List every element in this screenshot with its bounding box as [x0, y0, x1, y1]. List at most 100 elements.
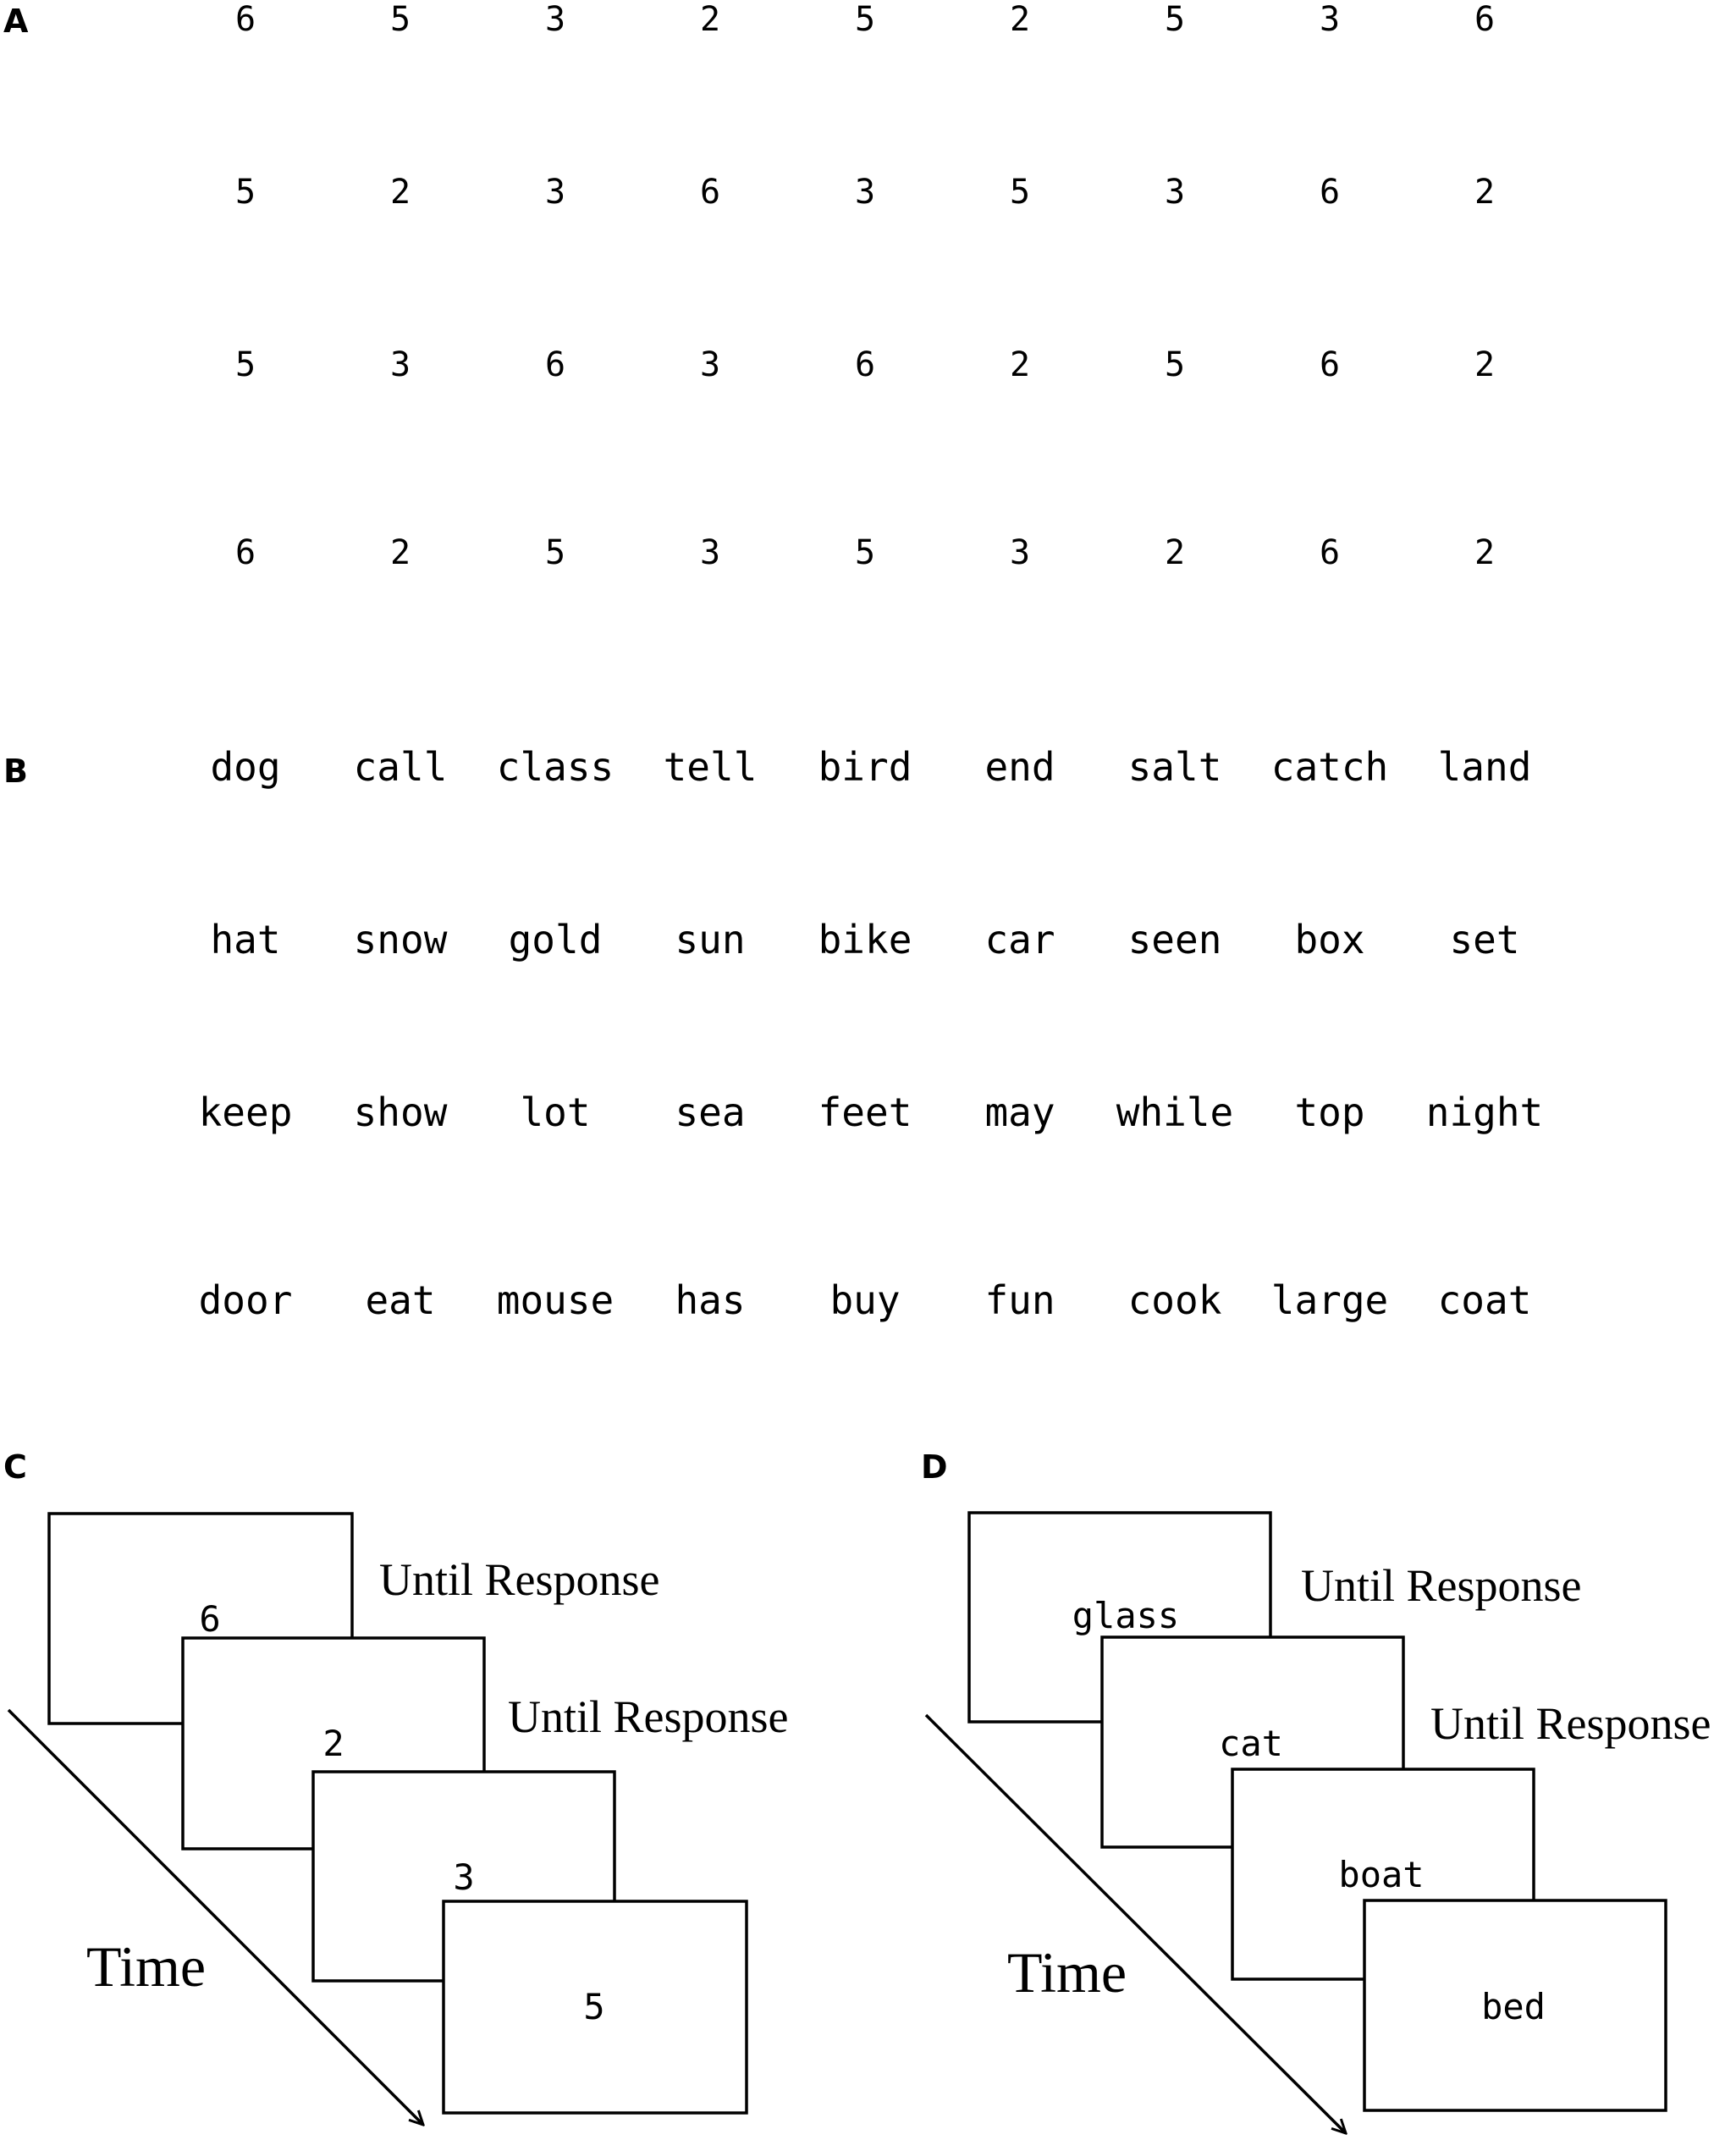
digit-cell: 5 [235, 345, 256, 384]
word-cell: sea [675, 1089, 745, 1135]
stimulus-text: boat [1338, 1854, 1424, 1895]
panel-b: B dog call class tell bird end salt catch land ha… [3, 744, 1543, 1323]
word-cell: bird [818, 744, 912, 790]
word-cell: sun [675, 917, 745, 962]
word-cell: large [1271, 1277, 1388, 1323]
digit-cell: 6 [235, 0, 256, 39]
word-cell: feet [818, 1089, 912, 1135]
digit-cell: 5 [855, 0, 875, 39]
time-arrow [7, 1708, 423, 2125]
digit-cell: 6 [235, 533, 256, 572]
panel-a: A 6 5 3 2 5 2 5 3 6 5 2 3 6 3 5 3 6 2 5 3 6 3 6 2 5 6 2 6 2 5 3 5 3 2 6 2 [3, 0, 1495, 572]
digit-cell: 6 [700, 173, 720, 212]
digit-cell: 3 [1320, 0, 1340, 39]
word-cell: set [1449, 917, 1519, 962]
word-cell: call [354, 744, 448, 790]
word-cell: class [497, 744, 614, 790]
digit-cell: 2 [1474, 173, 1495, 212]
word-cell: may [984, 1089, 1055, 1135]
panel-c-letter: C [3, 1448, 27, 1486]
digit-cell: 6 [1320, 345, 1340, 384]
digit-cell: 5 [390, 0, 411, 39]
time-label: Time [86, 1934, 206, 1999]
digit-cell: 2 [1010, 345, 1030, 384]
stimulus-text: glass [1072, 1595, 1179, 1636]
duration-label: Until Response [1430, 1698, 1711, 1749]
panel-a-letter: A [3, 3, 29, 40]
word-cell: buy [829, 1277, 900, 1323]
digit-cell: 5 [855, 533, 875, 572]
digit-cell: 6 [545, 345, 565, 384]
stimulus-frame [1363, 1899, 1667, 2112]
digit-cell: 2 [390, 173, 411, 212]
word-cell: keep [199, 1089, 293, 1135]
word-cell: snow [354, 917, 448, 962]
panel-b-letter: B [3, 753, 28, 790]
digit-cell: 6 [855, 345, 875, 384]
panel-c: C 6 2 3 5 Until Response Until Response … [3, 1448, 789, 2125]
digit-cell: 5 [1010, 173, 1030, 212]
digit-cell: 6 [1320, 533, 1340, 572]
digit-cell: 5 [235, 173, 256, 212]
word-cell: cook [1128, 1277, 1222, 1323]
word-cell: land [1438, 744, 1532, 790]
stimulus-text: 3 [453, 1856, 474, 1898]
digit-cell: 5 [545, 533, 565, 572]
word-cell: seen [1128, 917, 1222, 962]
digit-cell: 6 [1474, 0, 1495, 39]
word-cell: has [675, 1277, 745, 1323]
word-cell: fun [984, 1277, 1055, 1323]
word-cell: end [984, 744, 1055, 790]
digit-cell: 2 [390, 533, 411, 572]
panel-d: D glass cat boat bed Until Response Unti… [921, 1448, 1711, 2133]
word-grid: dog call class tell bird end salt catch land hat s… [199, 744, 1544, 1323]
word-cell: door [199, 1277, 293, 1323]
duration-label: Until Response [379, 1554, 660, 1605]
duration-label: Until Response [1301, 1560, 1582, 1611]
digit-cell: 3 [545, 0, 565, 39]
digit-cell: 3 [700, 345, 720, 384]
duration-label: Until Response [508, 1691, 789, 1742]
word-cell: coat [1438, 1277, 1532, 1323]
digit-cell: 3 [855, 173, 875, 212]
word-cell: lot [520, 1089, 590, 1135]
word-cell: while [1116, 1089, 1233, 1135]
stimulus-text: bed [1481, 1986, 1546, 2027]
digit-cell: 5 [1165, 345, 1185, 384]
digit-cell: 2 [700, 0, 720, 39]
word-cell: top [1294, 1089, 1364, 1135]
word-cell: show [354, 1089, 448, 1135]
stimulus-text: 6 [199, 1598, 220, 1640]
word-cell: bike [818, 917, 912, 962]
digit-cell: 3 [700, 533, 720, 572]
word-cell: salt [1128, 744, 1222, 790]
time-arrow [924, 1713, 1346, 2133]
stimulus-text: cat [1219, 1723, 1283, 1764]
stimulus-frame [442, 1900, 748, 2115]
digit-cell: 6 [1320, 173, 1340, 212]
word-cell: night [1426, 1089, 1543, 1135]
word-cell: gold [509, 917, 603, 962]
digit-grid: 6 5 3 2 5 2 5 3 6 5 2 3 6 3 5 3 6 2 5 3 6 3 6 2 5 6 2 6 2 5 3 5 3 2 6 2 [235, 0, 1495, 572]
stimulus-text: 5 [583, 1986, 604, 2027]
digit-cell: 2 [1165, 533, 1185, 572]
word-cell: dog [210, 744, 280, 790]
time-label: Time [1007, 1940, 1127, 2005]
word-cell: hat [210, 917, 280, 962]
word-cell: mouse [497, 1277, 614, 1323]
digit-cell: 2 [1474, 345, 1495, 384]
digit-cell: 3 [1010, 533, 1030, 572]
word-cell: tell [664, 744, 758, 790]
word-cell: car [984, 917, 1055, 962]
digit-cell: 3 [545, 173, 565, 212]
digit-cell: 5 [1165, 0, 1185, 39]
digit-cell: 2 [1010, 0, 1030, 39]
digit-cell: 2 [1474, 533, 1495, 572]
word-cell: catch [1271, 744, 1388, 790]
word-cell: eat [365, 1277, 435, 1323]
digit-cell: 3 [1165, 173, 1185, 212]
stimulus-text: 2 [322, 1723, 344, 1764]
panel-d-letter: D [921, 1448, 948, 1486]
digit-cell: 3 [390, 345, 411, 384]
